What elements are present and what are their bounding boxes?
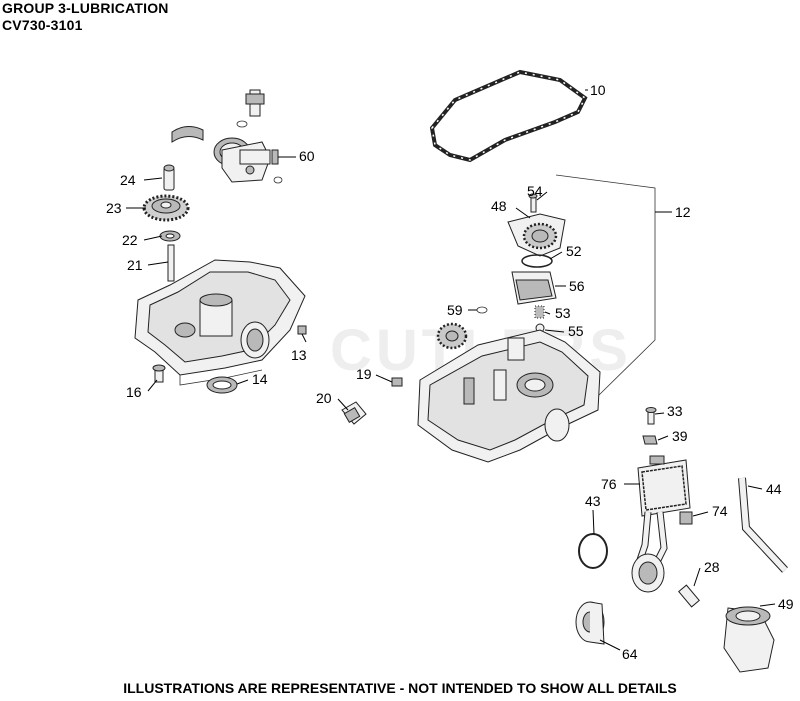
part-54-screw[interactable] — [528, 193, 538, 213]
callout-74: 74 — [712, 503, 728, 519]
part-33-bolt[interactable] — [645, 407, 657, 425]
callout-21: 21 — [127, 257, 143, 273]
oil-pan[interactable] — [417, 329, 601, 463]
callout-55: 55 — [568, 323, 584, 339]
callout-48: 48 — [491, 198, 507, 214]
callout-52: 52 — [566, 243, 582, 259]
callout-64: 64 — [622, 646, 638, 662]
part-20-oil-sensor[interactable] — [341, 401, 367, 425]
callout-12: 12 — [675, 204, 691, 220]
part-16-bolt[interactable] — [152, 364, 166, 383]
part-rotor-gear[interactable] — [436, 322, 468, 350]
callout-23: 23 — [106, 200, 122, 216]
part-44-dipstick-tube[interactable] — [738, 477, 788, 573]
part-21-shaft[interactable] — [167, 244, 175, 282]
callout-76: 76 — [601, 476, 617, 492]
part-13-plug[interactable] — [297, 325, 307, 335]
callout-20: 20 — [316, 390, 332, 406]
callout-14: 14 — [252, 371, 268, 387]
part-28-nipple[interactable] — [678, 584, 700, 608]
part-10-gasket[interactable] — [429, 69, 588, 163]
callout-10: 10 — [590, 82, 606, 98]
part-22-washer[interactable] — [159, 230, 181, 242]
callout-39: 39 — [672, 428, 688, 444]
part-53-spring[interactable] — [534, 305, 545, 319]
callout-19: 19 — [356, 366, 372, 382]
callout-53: 53 — [555, 305, 571, 321]
part-43-o-ring[interactable] — [578, 533, 608, 569]
part-39-clip[interactable] — [642, 435, 658, 445]
callout-labels: 10 12 13 14 16 19 20 21 22 23 24 28 33 3… — [106, 82, 794, 662]
callout-33: 33 — [667, 403, 683, 419]
part-filter-adapter[interactable] — [631, 511, 668, 593]
part-52-o-ring[interactable] — [521, 254, 553, 268]
part-60-oil-pump-assembly[interactable] — [213, 89, 283, 184]
callout-54: 54 — [527, 183, 543, 199]
closure-plate-left[interactable] — [134, 259, 306, 386]
group-title: GROUP 3-LUBRICATION — [2, 0, 169, 16]
model-number: CV730-3101 — [2, 17, 83, 33]
callout-59: 59 — [447, 302, 463, 318]
part-76-oil-cooler[interactable] — [637, 455, 691, 517]
callout-13: 13 — [291, 347, 307, 363]
leader-lines — [126, 89, 776, 651]
callout-56: 56 — [569, 278, 585, 294]
part-23-gear[interactable] — [142, 194, 190, 222]
callout-24: 24 — [120, 172, 136, 188]
part-49-oil-filter[interactable] — [723, 606, 775, 673]
part-59-ring[interactable] — [476, 306, 488, 314]
part-74-clamp[interactable] — [679, 511, 693, 525]
footer-disclaimer: ILLUSTRATIONS ARE REPRESENTATIVE - NOT I… — [123, 680, 677, 696]
callout-16: 16 — [126, 384, 142, 400]
callout-22: 22 — [122, 232, 138, 248]
part-14-oil-seal[interactable] — [206, 376, 238, 394]
part-shim[interactable] — [171, 126, 204, 143]
callout-49: 49 — [778, 596, 794, 612]
part-56-screen[interactable] — [511, 271, 557, 305]
part-12-bracket-line — [555, 174, 656, 397]
part-48-pump-cover[interactable] — [507, 213, 566, 257]
part-24-pin[interactable] — [163, 164, 175, 191]
callout-60: 60 — [299, 148, 315, 164]
part-64-adapter[interactable] — [575, 601, 605, 645]
part-19-fitting[interactable] — [391, 377, 403, 387]
callout-43: 43 — [585, 493, 601, 509]
callout-44: 44 — [766, 481, 782, 497]
callout-28: 28 — [704, 559, 720, 575]
